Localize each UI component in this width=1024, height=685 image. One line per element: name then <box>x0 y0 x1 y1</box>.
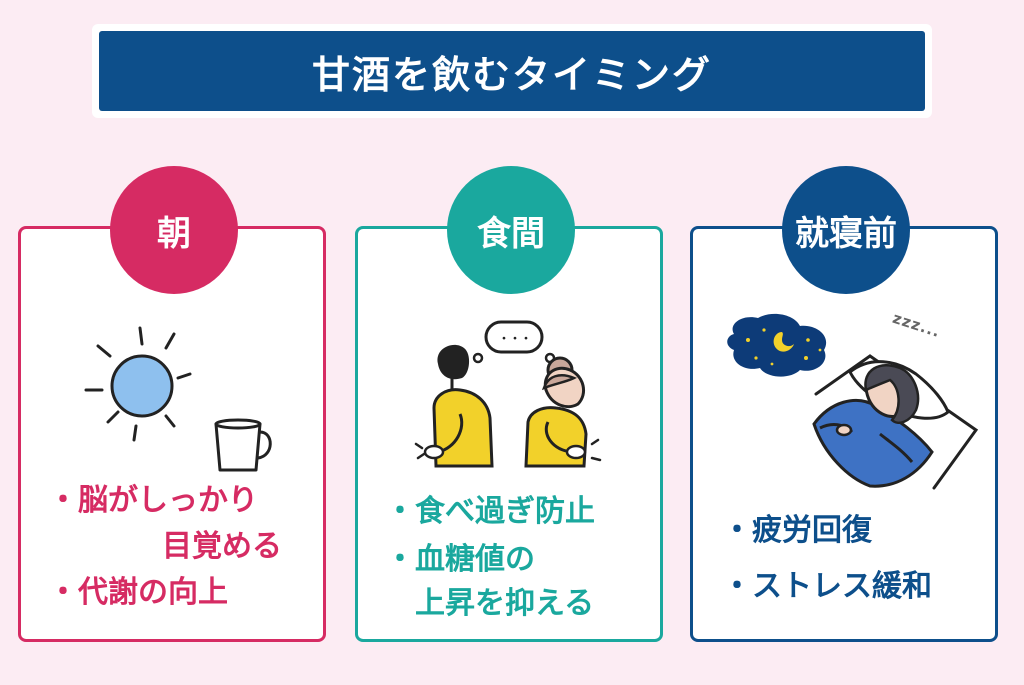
couple-talking-icon <box>414 320 602 468</box>
card-morning <box>18 226 326 642</box>
bullet-marker: ・ <box>385 494 415 529</box>
bullet-marker: ・ <box>385 542 415 577</box>
sleeping-woman-icon <box>727 313 979 490</box>
bullets-before-bed: ・ 疲労回復 ・ ストレス緩和 <box>722 506 932 612</box>
title-banner-inner: 甘酒を飲むタイミング <box>99 31 925 111</box>
list-item: ・ 脳がしっかり 目覚める <box>48 478 282 570</box>
bullet-marker: ・ <box>722 513 752 548</box>
bullet-text: ストレス緩和 <box>752 569 932 604</box>
bullet-text: 疲労回復 <box>752 513 872 548</box>
speech-bubble-text: ・・・ <box>497 332 532 347</box>
page-title: 甘酒を飲むタイミング <box>311 52 712 97</box>
bullet-text: 食べ過ぎ防止 <box>415 494 595 529</box>
list-item: ・ 代謝の向上 <box>48 570 282 616</box>
bullet-text-line2: 目覚める <box>162 529 282 564</box>
list-item: ・ 疲労回復 <box>722 506 932 556</box>
title-banner: 甘酒を飲むタイミング <box>92 24 932 118</box>
card-between-meals <box>355 226 663 642</box>
badge-between-meals: 食間 <box>447 166 575 294</box>
bullet-text: 血糖値の <box>415 542 535 577</box>
bullet-text: 脳がしっかり <box>78 483 258 518</box>
bullets-between-meals: ・ 食べ過ぎ防止 ・ 血糖値の 上昇を抑える <box>385 490 595 626</box>
badge-before-bed: 就寝前 <box>782 166 910 294</box>
bullet-marker: ・ <box>48 483 78 518</box>
list-item: ・ 血糖値の 上昇を抑える <box>385 538 595 626</box>
badge-morning: 朝 <box>110 166 238 294</box>
bullets-morning: ・ 脳がしっかり 目覚める ・ 代謝の向上 <box>48 478 282 616</box>
bullet-text-line2: 上昇を抑える <box>415 586 595 621</box>
list-item: ・ ストレス緩和 <box>722 562 932 612</box>
bullet-text: 代謝の向上 <box>78 575 228 610</box>
badge-morning-label: 朝 <box>157 213 191 254</box>
list-item: ・ 食べ過ぎ防止 <box>385 490 595 534</box>
sun-and-mug-icon <box>84 326 272 472</box>
bullet-marker: ・ <box>722 569 752 604</box>
badge-between-meals-label: 食間 <box>477 213 545 254</box>
badge-before-bed-label: 就寝前 <box>795 213 897 254</box>
bullet-marker: ・ <box>48 575 78 610</box>
